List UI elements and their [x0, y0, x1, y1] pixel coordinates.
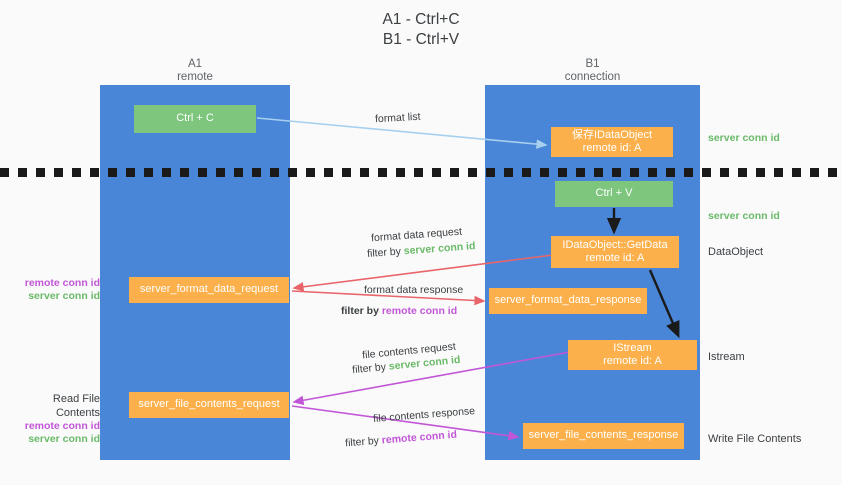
flow-label-format-data-response-text: format data response	[364, 284, 464, 296]
flow-label-file-contents-response-text: file contents response	[372, 405, 476, 425]
filter-prefix: filter by	[341, 305, 382, 317]
column-header-a1: A1 remote	[177, 58, 213, 83]
filter-target-remote-conn-id: remote conn id	[381, 428, 458, 447]
flow-filter-format-data-response: filter by remote conn id	[341, 304, 457, 318]
box-idataobject-getdata[interactable]: IDataObject::GetData remote id: A	[551, 236, 679, 268]
box-save-idataobject[interactable]: 保存IDataObject remote id: A	[551, 127, 673, 157]
flow-label-format-list: format list	[375, 110, 421, 127]
filter-prefix: filter by	[351, 360, 390, 377]
right-note-server-conn-id-mid: server conn id	[708, 210, 780, 222]
flow-label-format-data-response: format data response	[364, 283, 463, 297]
box-ctrl-v[interactable]: Ctrl + V	[555, 181, 673, 207]
filter-target-server-conn-id: server conn id	[403, 240, 476, 258]
right-note-write-file-contents: Write File Contents	[708, 433, 802, 445]
side-note-remote-conn-id: remote conn id	[24, 277, 100, 289]
column-header-b1: B1 connection	[564, 58, 621, 83]
right-note-server-conn-id-top: server conn id	[708, 132, 780, 144]
dashed-separator-line	[0, 168, 842, 177]
box-server-file-contents-request[interactable]: server_file_contents_request	[129, 392, 289, 418]
side-note-left-bottom: Read File Contents remote conn id server…	[8, 392, 100, 446]
box-server-format-data-request[interactable]: server_format_data_request	[129, 277, 289, 303]
flow-label-file-contents-response: file contents response	[373, 404, 476, 426]
filter-target-remote-conn-id: remote conn id	[381, 305, 458, 317]
right-note-istream: Istream	[708, 351, 745, 363]
box-ctrl-c[interactable]: Ctrl + C	[134, 105, 256, 133]
filter-prefix: filter by	[366, 245, 405, 260]
side-note-server-conn-id: server conn id	[28, 433, 100, 445]
filter-prefix: filter by	[344, 434, 383, 450]
page-title: A1 - Ctrl+C B1 - Ctrl+V	[382, 11, 460, 48]
side-note-read-file-contents: Read File Contents	[52, 393, 100, 419]
box-server-format-data-response[interactable]: server_format_data_response	[489, 288, 647, 314]
right-note-dataobject: DataObject	[708, 246, 764, 258]
box-istream[interactable]: IStream remote id: A	[568, 340, 697, 370]
side-note-remote-conn-id: remote conn id	[24, 420, 100, 432]
flow-filter-file-contents-response: filter by remote conn id	[345, 428, 458, 451]
side-note-left-middle: remote conn id server conn id	[8, 277, 100, 303]
box-server-file-contents-response[interactable]: server_file_contents_response	[523, 423, 684, 449]
flow-label-format-list-text: format list	[374, 110, 421, 126]
side-note-server-conn-id: server conn id	[28, 290, 100, 302]
